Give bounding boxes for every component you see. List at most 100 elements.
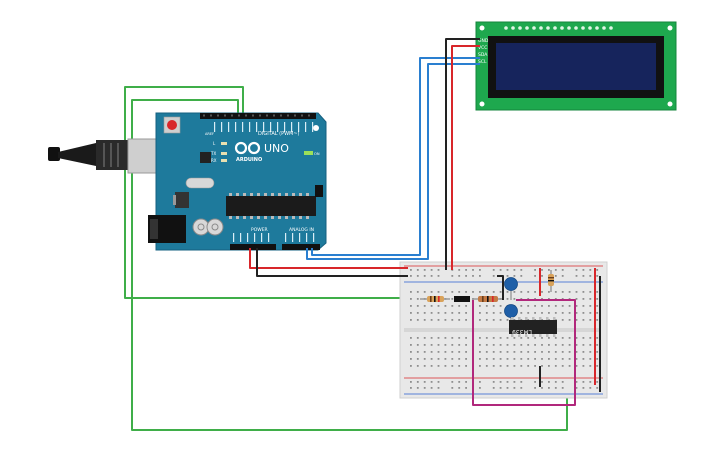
breadboard-hole [492,344,495,346]
breadboard-hole [534,312,536,314]
breadboard-hole [596,365,599,367]
breadboard-hole [568,291,571,293]
breadboard-hole [513,298,516,300]
breadboard-hole [554,319,557,321]
breadboard-hole [485,291,488,293]
breadboard-hole [575,269,578,271]
breadboard-hole [410,365,412,367]
breadboard-hole [527,365,530,367]
breadboard-hole [423,312,426,314]
breadboard-hole [479,275,481,277]
breadboard-hole [410,344,412,346]
breadboard-hole [534,337,536,339]
breadboard-hole [506,298,509,300]
breadboard-hole [554,358,557,360]
breadboard-hole [520,269,523,271]
breadboard-hole [451,305,454,307]
breadboard-hole [437,337,440,339]
breadboard-hole [423,381,426,383]
breadboard-hole [437,269,440,271]
breadboard-hole [416,298,419,300]
breadboard-hole [451,351,454,353]
breadboard-hole [575,305,578,307]
breadboard-hole [499,291,502,293]
breadboard-hole [410,381,412,383]
breadboard-hole [499,351,502,353]
breadboard-hole [451,387,454,389]
breadboard-hole [589,358,592,360]
breadboard-hole [589,365,592,367]
breadboard-hole [458,337,461,339]
breadboard-components: LM339 [420,270,557,337]
breadboard-hole [541,275,543,277]
black-component [454,296,470,302]
breadboard-hole [465,344,467,346]
breadboard-hole [465,269,467,271]
breadboard-hole [499,337,502,339]
breadboard-hole [575,319,578,321]
breadboard-hole [527,337,530,339]
breadboard-hole [568,337,571,339]
analog-header [282,244,320,250]
breadboard-hole [596,305,599,307]
breadboard-hole [492,365,495,367]
breadboard-hole [499,319,502,321]
breadboard-hole [430,312,433,314]
breadboard-hole [582,381,585,383]
breadboard-hole [416,291,419,293]
atmega-chip [226,196,316,216]
digital-header-label: DIGITAL (PWM~) [258,131,300,137]
wires-front [249,38,601,406]
breadboard-hole [479,312,481,314]
breadboard-hole [465,275,467,277]
breadboard-hole [561,269,564,271]
breadboard-hole [444,344,447,346]
breadboard-hole [472,291,474,293]
breadboard-hole [513,275,516,277]
breadboard-hole [416,319,419,321]
breadboard-hole [575,312,578,314]
model-label: UNO [264,142,289,155]
breadboard-hole [506,275,509,277]
breadboard-hole [499,312,502,314]
breadboard-hole [548,365,550,367]
breadboard-hole [410,337,412,339]
breadboard-hole [465,312,467,314]
breadboard-hole [596,312,599,314]
breadboard-hole [485,344,488,346]
breadboard-hole [444,291,447,293]
breadboard-hole [499,365,502,367]
breadboard-hole [451,358,454,360]
breadboard-hole [554,351,557,353]
breadboard-hole [430,269,433,271]
breadboard-hole [423,319,426,321]
capacitor-2 [206,218,224,236]
breadboard-hole [465,351,467,353]
analog-header-label: ANALOG IN [289,227,314,233]
breadboard-hole [451,312,454,314]
breadboard-hole [492,337,495,339]
breadboard-hole [451,275,454,277]
breadboard-hole [451,319,454,321]
breadboard-hole [416,312,419,314]
breadboard-hole [582,358,585,360]
breadboard-hole [520,358,523,360]
breadboard-hole [548,387,550,389]
breadboard-hole [430,344,433,346]
breadboard-hole [437,387,440,389]
breadboard-hole [520,337,523,339]
breadboard-hole [451,291,454,293]
breadboard-hole [534,319,536,321]
breadboard-hole [506,351,509,353]
breadboard-hole [437,319,440,321]
breadboard-hole [410,312,412,314]
breadboard-hole [492,305,495,307]
breadboard-hole [520,344,523,346]
breadboard-hole [513,344,516,346]
breadboard-hole [423,337,426,339]
breadboard-hole [596,275,599,277]
breadboard-hole [506,344,509,346]
breadboard-hole [589,312,592,314]
breadboard-hole [561,312,564,314]
